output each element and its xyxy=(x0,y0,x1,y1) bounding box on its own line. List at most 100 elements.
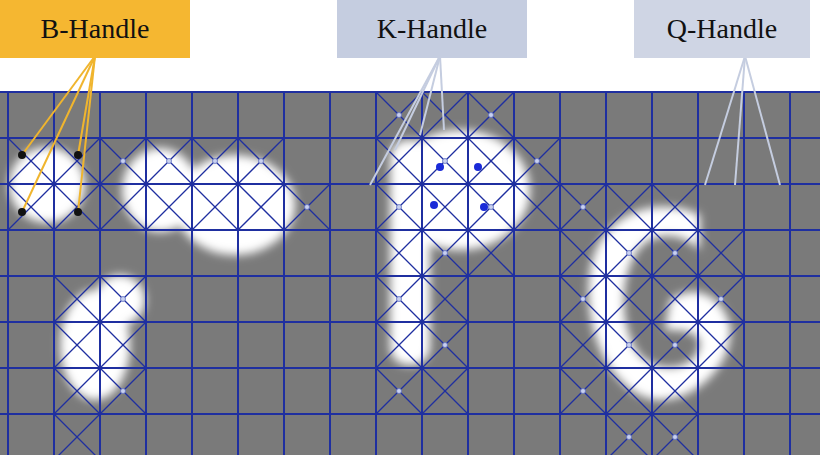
mesh-line xyxy=(54,276,100,322)
mesh-line xyxy=(652,322,698,368)
mesh-line xyxy=(606,414,652,455)
mesh-line xyxy=(0,275,820,277)
handle-label-box: K-Handle xyxy=(337,0,527,58)
mesh-line xyxy=(54,368,100,414)
mesh-line xyxy=(514,184,560,230)
mesh-line xyxy=(0,413,820,415)
handle-label: K-Handle xyxy=(377,13,487,45)
handle-dot xyxy=(719,297,724,302)
mesh-line xyxy=(146,138,192,184)
mesh-line xyxy=(606,184,652,230)
mesh-line xyxy=(54,184,100,230)
handle-dot xyxy=(489,113,494,118)
mesh-line xyxy=(54,368,100,414)
mesh-line xyxy=(376,276,422,322)
mesh-line xyxy=(698,322,744,368)
mesh-line xyxy=(376,368,422,414)
mesh-line xyxy=(606,230,652,276)
mesh-line xyxy=(100,184,146,230)
mesh-line xyxy=(422,368,468,414)
mesh-line xyxy=(192,138,238,184)
handle-label-box: B-Handle xyxy=(0,0,190,58)
mesh-line xyxy=(376,184,422,230)
mesh-line xyxy=(514,138,560,184)
mesh-line xyxy=(238,184,284,230)
mesh-line xyxy=(376,368,422,414)
mesh-line xyxy=(100,368,146,414)
mesh-line xyxy=(652,230,698,276)
mesh-line xyxy=(8,138,54,184)
mesh-line xyxy=(145,92,147,455)
mesh-line xyxy=(560,276,606,322)
handle-dot xyxy=(397,205,402,210)
mesh-line xyxy=(99,92,101,455)
mesh-line xyxy=(652,414,698,455)
mesh-line xyxy=(100,184,146,230)
mesh-line xyxy=(652,414,698,455)
mesh-line xyxy=(743,92,745,455)
mesh-line xyxy=(422,276,468,322)
mesh-line xyxy=(329,92,331,455)
mesh-line xyxy=(606,184,652,230)
handle-dot xyxy=(121,297,126,302)
mesh-line xyxy=(698,322,744,368)
mesh-line xyxy=(606,276,652,322)
mesh-line xyxy=(375,92,377,455)
mesh-line xyxy=(238,184,284,230)
mesh-line xyxy=(7,92,9,455)
mesh-line xyxy=(560,184,606,230)
mesh-line xyxy=(422,138,468,184)
handle-dot xyxy=(627,251,632,256)
mesh-line xyxy=(283,92,285,455)
mesh-line xyxy=(468,230,514,276)
handle-dot xyxy=(673,343,678,348)
handle-dot xyxy=(213,159,218,164)
mesh-line xyxy=(100,138,146,184)
handle-dot xyxy=(443,251,448,256)
mesh-line xyxy=(192,184,238,230)
mesh-line xyxy=(376,184,422,230)
handle-dot xyxy=(489,205,494,210)
mesh-line xyxy=(606,322,652,368)
handle-dot xyxy=(627,435,632,440)
mesh-line xyxy=(422,368,468,414)
mesh-line xyxy=(54,414,100,455)
handle-label-box: Q-Handle xyxy=(634,0,810,58)
mesh-line xyxy=(698,276,744,322)
mesh-line xyxy=(468,92,514,138)
mesh-line xyxy=(100,138,146,184)
mesh-line xyxy=(513,92,515,455)
mesh-line xyxy=(192,138,238,184)
mesh-line xyxy=(606,276,652,322)
handle-label: B-Handle xyxy=(41,13,150,45)
handle-dot xyxy=(581,205,586,210)
mesh-line xyxy=(651,92,653,455)
handle-dot xyxy=(397,389,402,394)
mesh-line xyxy=(376,230,422,276)
handle-dot xyxy=(397,297,402,302)
handle-dot xyxy=(581,297,586,302)
handle-dot xyxy=(581,389,586,394)
mesh-line xyxy=(468,230,514,276)
mesh-line xyxy=(100,368,146,414)
mesh-line xyxy=(559,92,561,455)
mesh-line xyxy=(652,368,698,414)
mesh-line xyxy=(54,276,100,322)
mesh-line xyxy=(376,276,422,322)
mesh-line xyxy=(54,322,100,368)
mesh-line xyxy=(54,414,100,455)
mesh-line xyxy=(8,138,54,184)
mesh-line xyxy=(652,322,698,368)
handle-dot xyxy=(443,159,448,164)
mesh-line xyxy=(421,92,423,455)
mesh-line xyxy=(652,276,698,322)
mesh-line xyxy=(652,230,698,276)
mesh-line xyxy=(560,322,606,368)
mesh-line xyxy=(237,92,239,455)
mesh-line xyxy=(422,184,468,230)
handle-dot xyxy=(673,251,678,256)
mesh-line xyxy=(606,414,652,455)
mesh-line xyxy=(0,183,820,185)
handle-dot xyxy=(627,343,632,348)
